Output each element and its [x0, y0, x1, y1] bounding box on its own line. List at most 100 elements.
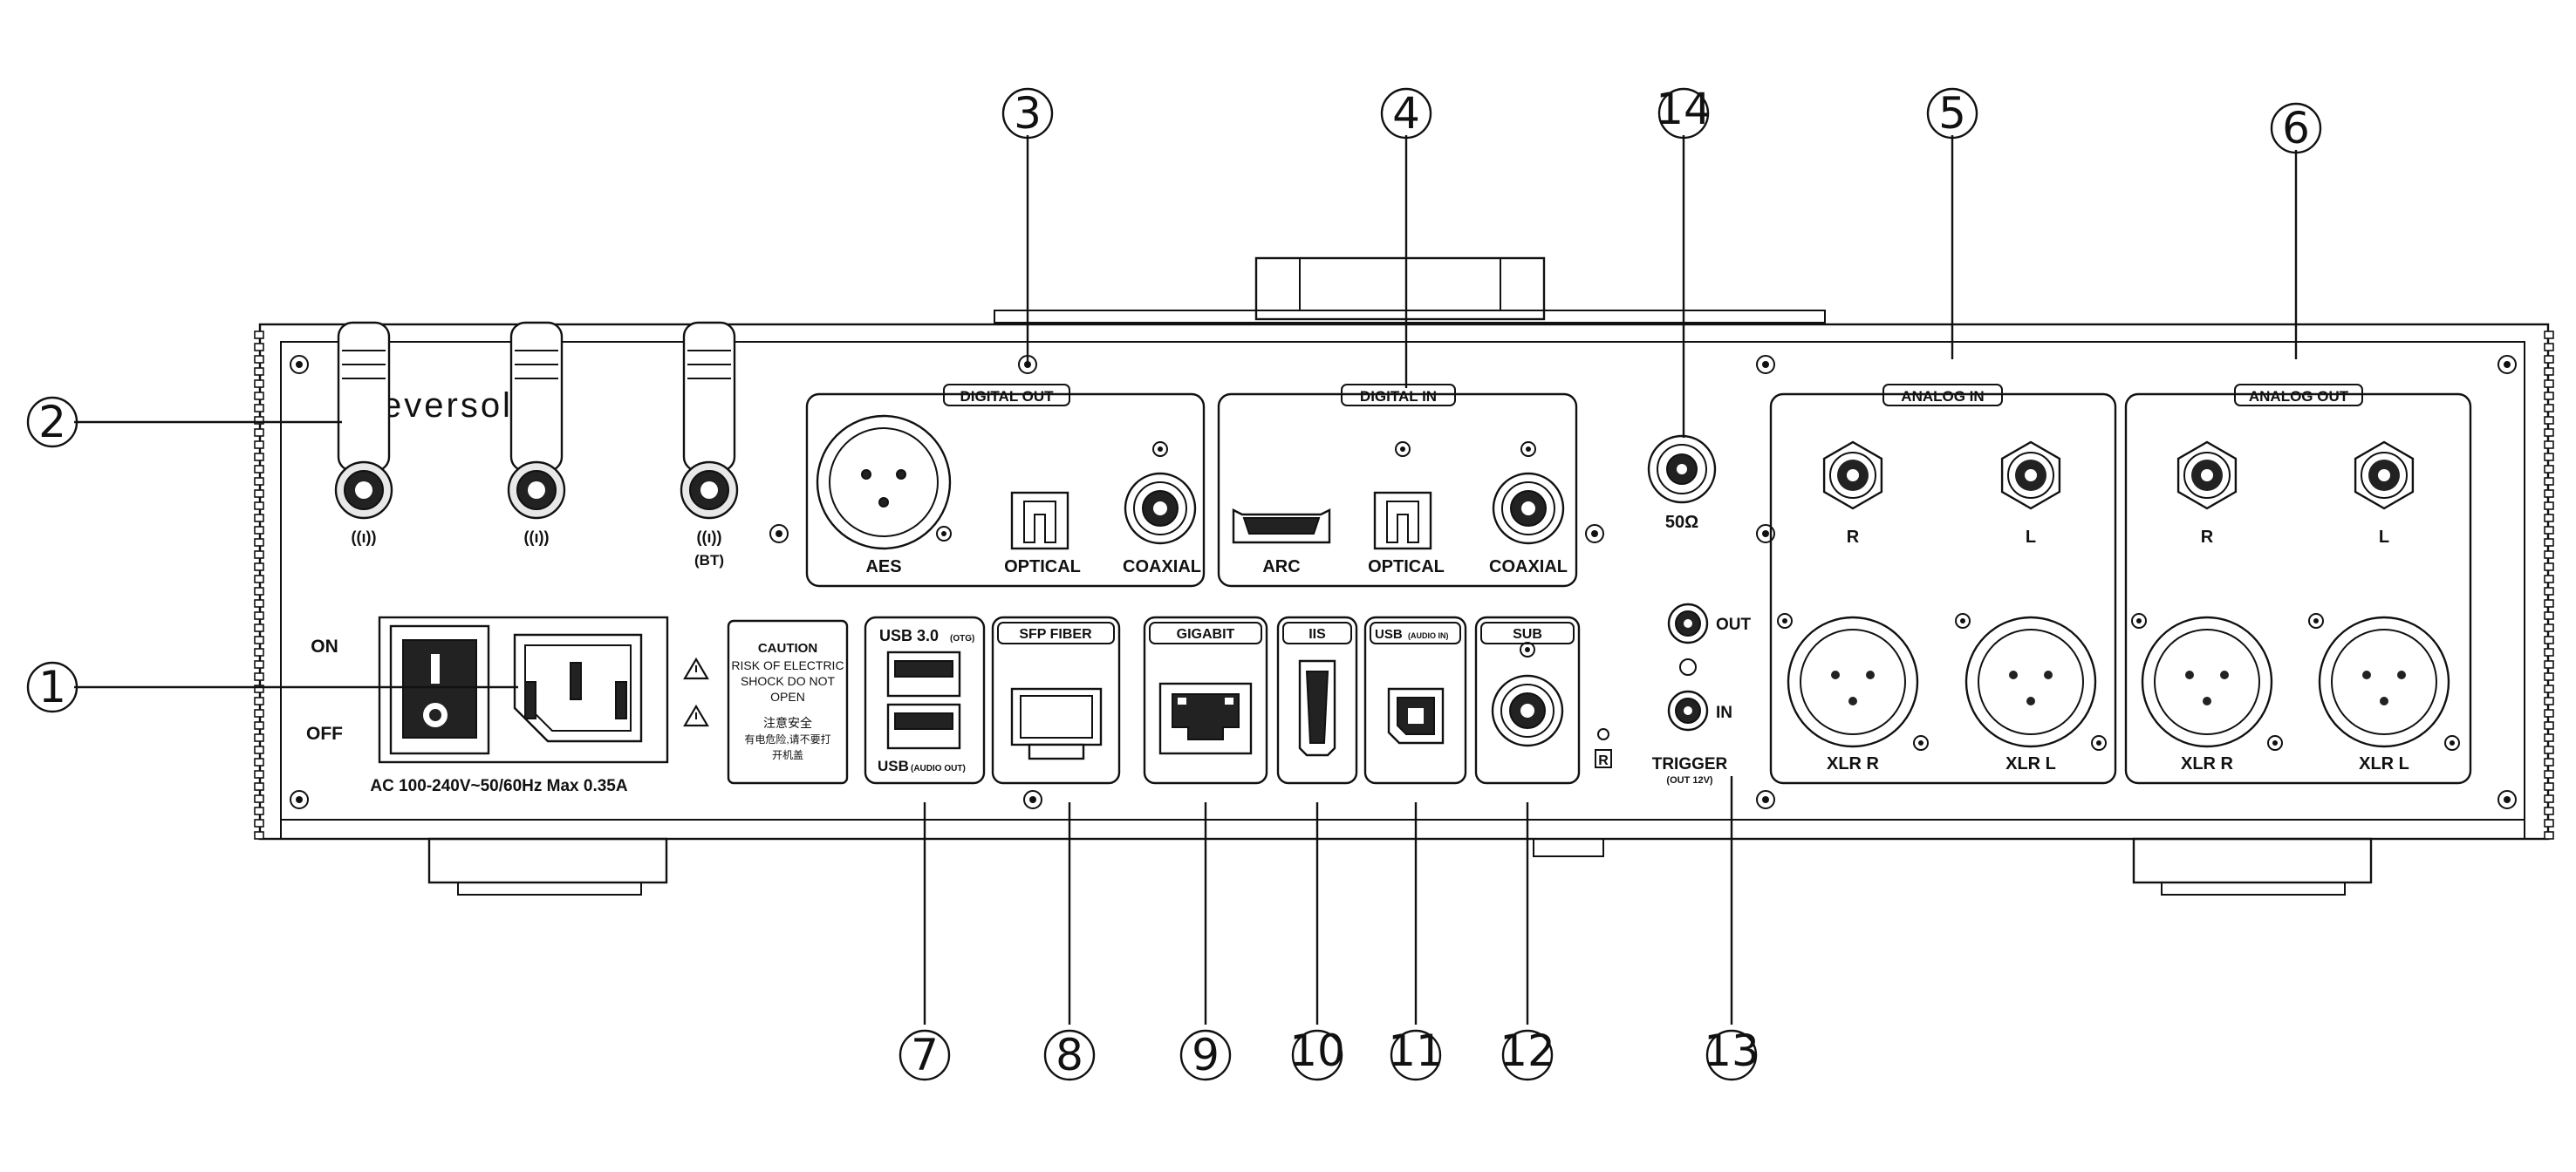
trigger-in-label: IN — [1716, 704, 1732, 722]
callout-1: 1 — [26, 661, 79, 713]
coaxial-in-label: COAXIAL — [1489, 557, 1568, 576]
svg-text:L: L — [2379, 528, 2389, 547]
svg-text:12: 12 — [1500, 1026, 1555, 1076]
r-mark: R — [1598, 753, 1609, 768]
optical-input[interactable] — [1373, 441, 1432, 550]
rca-jack[interactable] — [2354, 440, 2415, 510]
optical-output[interactable] — [1010, 491, 1069, 550]
svg-text:GIGABIT: GIGABIT — [1177, 627, 1235, 642]
svg-text:(OTG): (OTG) — [950, 634, 974, 644]
digital-out-group: DIGITAL OUT AES OPTICAL COAXIAL — [805, 384, 1206, 588]
rca-jack[interactable] — [1822, 440, 1883, 510]
power-on-label: ON — [311, 637, 338, 657]
svg-text:13: 13 — [1704, 1026, 1759, 1076]
svg-text:3: 3 — [1014, 88, 1042, 139]
svg-text:SFP FIBER: SFP FIBER — [1019, 627, 1092, 642]
bluetooth-antenna-icon: ((ı)) — [697, 528, 722, 546]
arc-label: ARC — [1262, 557, 1300, 576]
svg-text:14: 14 — [1656, 84, 1712, 134]
antenna-bt — [680, 321, 739, 520]
svg-text:7: 7 — [911, 1030, 939, 1080]
trigger-title: TRIGGER — [1652, 755, 1728, 773]
svg-text:9: 9 — [1192, 1030, 1220, 1080]
svg-text:10: 10 — [1289, 1026, 1345, 1076]
callout-13: 13 — [1704, 1026, 1759, 1081]
svg-text:XLR L: XLR L — [2359, 754, 2409, 773]
optical-out-label: OPTICAL — [1004, 557, 1081, 576]
sub-output-port[interactable]: SUB — [1474, 616, 1581, 785]
svg-text:L: L — [2026, 528, 2036, 547]
side-fins-right — [2544, 330, 2554, 840]
side-fins-left — [254, 330, 264, 840]
svg-text:IIS: IIS — [1308, 627, 1326, 642]
svg-text:R: R — [1847, 528, 1860, 547]
svg-text:11: 11 — [1388, 1026, 1444, 1076]
bnc-label: 50Ω — [1665, 513, 1698, 532]
svg-text:(AUDIO IN): (AUDIO IN) — [1408, 631, 1449, 640]
coaxial-out-label: COAXIAL — [1123, 557, 1201, 576]
callout-9: 9 — [1179, 1029, 1232, 1081]
svg-text:DIGITAL OUT: DIGITAL OUT — [960, 388, 1054, 405]
svg-text:CAUTION: CAUTION — [758, 641, 817, 656]
svg-text:开机盖: 开机盖 — [772, 749, 803, 761]
rca-jack[interactable] — [2000, 440, 2061, 510]
trigger-sub: (OUT 12V) — [1666, 775, 1713, 786]
svg-text:5: 5 — [1938, 88, 1966, 139]
warning-icon — [683, 657, 709, 680]
usb3-otg-port-group[interactable]: USB 3.0 (OTG) USB (AUDIO OUT) — [864, 616, 986, 785]
callout-6: 6 — [2270, 102, 2322, 154]
svg-text:DIGITAL IN: DIGITAL IN — [1360, 388, 1437, 405]
svg-text:ANALOG OUT: ANALOG OUT — [2249, 388, 2349, 405]
usb-audio-in-port[interactable]: USB (AUDIO IN) — [1363, 616, 1467, 785]
xlr-jack[interactable] — [1777, 613, 1929, 751]
caution-label: CAUTION RISK OF ELECTRIC SHOCK DO NOT OP… — [727, 619, 849, 785]
xlr-jack[interactable] — [2308, 613, 2460, 751]
trigger-in-jack[interactable] — [1667, 690, 1709, 732]
svg-text:ANALOG IN: ANALOG IN — [1901, 388, 1984, 405]
warning-icon — [683, 704, 709, 727]
svg-text:6: 6 — [2282, 103, 2310, 153]
bt-label: (BT) — [694, 552, 724, 569]
callout-3: 3 — [1001, 87, 1054, 140]
analog-connectors — [1777, 440, 2460, 751]
svg-text:XLR R: XLR R — [2181, 754, 2234, 773]
aes-label: AES — [865, 557, 901, 576]
hdmi-arc-input[interactable] — [1232, 508, 1331, 544]
wifi-icon: ((ı)) — [524, 528, 550, 546]
power-module: ON OFF AC 100-240V~50/60Hz Max 0.35A — [306, 616, 669, 795]
power-switch[interactable] — [389, 624, 490, 755]
power-rating: AC 100-240V~50/60Hz Max 0.35A — [370, 777, 627, 795]
svg-text:SUB: SUB — [1513, 627, 1542, 642]
svg-text:1: 1 — [38, 662, 66, 712]
callout-8: 8 — [1043, 1029, 1096, 1081]
svg-text:有电危险,请不要打: 有电危险,请不要打 — [744, 732, 830, 746]
callout-7: 7 — [899, 1029, 951, 1081]
callout-14: 14 — [1656, 84, 1712, 140]
bnc-connector[interactable] — [1647, 434, 1717, 504]
brand-logo: eversolo — [382, 386, 535, 425]
callout-10: 10 — [1289, 1026, 1345, 1081]
trigger-out-jack[interactable] — [1667, 603, 1709, 644]
iis-hdmi-port[interactable]: IIS — [1276, 616, 1358, 785]
xlr-jack[interactable] — [1955, 613, 2107, 751]
chassis — [258, 323, 2550, 896]
antenna-2 — [507, 321, 566, 520]
aes-xlr-output[interactable] — [816, 414, 952, 550]
xlr-jack[interactable] — [2131, 613, 2283, 751]
analog-out-group: ANALOG OUT R L XLR R XLR L — [2124, 384, 2472, 785]
svg-text:USB 3.0: USB 3.0 — [879, 627, 939, 644]
gigabit-ethernet-port[interactable]: GIGABIT — [1143, 616, 1268, 785]
rca-jack[interactable] — [2176, 440, 2238, 510]
sfp-fiber-port[interactable]: SFP FIBER — [991, 616, 1121, 785]
svg-text:USB: USB — [878, 758, 909, 774]
trigger-out-label: OUT — [1716, 616, 1752, 634]
svg-text:XLR R: XLR R — [1827, 754, 1880, 773]
coaxial-output[interactable] — [1124, 441, 1197, 545]
svg-text:(AUDIO OUT): (AUDIO OUT) — [911, 764, 966, 773]
callout-4: 4 — [1380, 87, 1432, 140]
callout-5: 5 — [1926, 87, 1978, 140]
svg-text:8: 8 — [1056, 1030, 1083, 1080]
leader-lines — [74, 135, 2298, 1025]
coaxial-input[interactable] — [1492, 441, 1565, 545]
